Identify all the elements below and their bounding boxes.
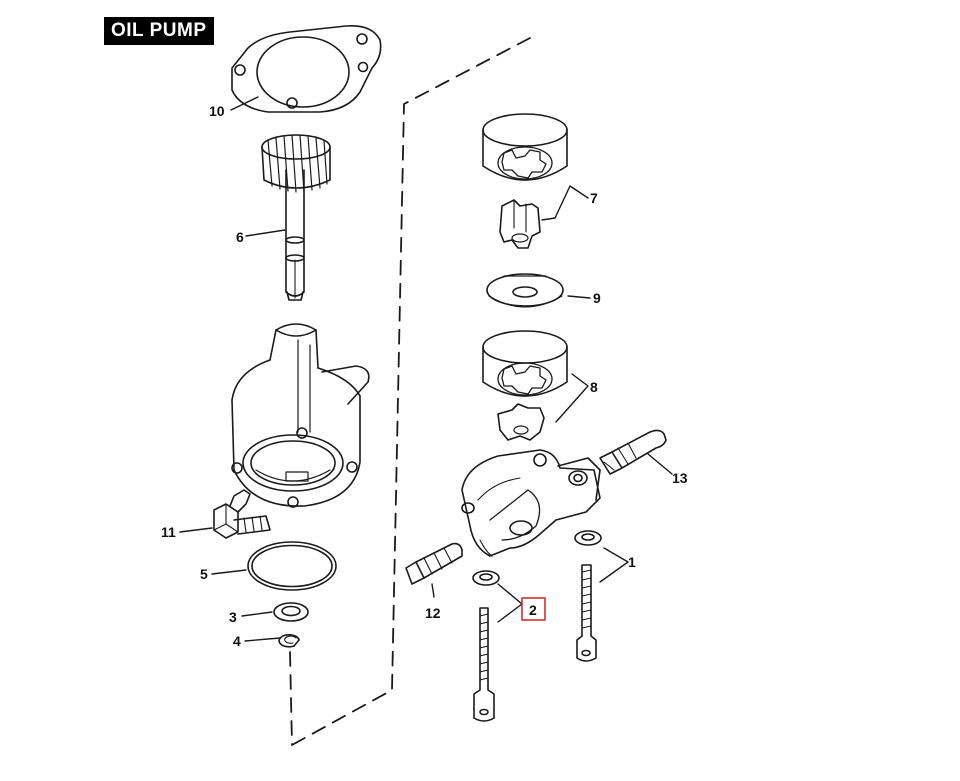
part-11-elbow-fitting bbox=[213, 489, 271, 539]
callout-9: 9 bbox=[593, 290, 601, 306]
callout-labels: 10 6 7 9 8 13 11 5 1 3 12 2 4 bbox=[161, 103, 688, 649]
part-13-fitting bbox=[599, 429, 667, 475]
part-10-gasket bbox=[231, 24, 382, 113]
part-4-retaining-ring bbox=[278, 633, 300, 648]
callout-3: 3 bbox=[229, 609, 237, 625]
callout-10: 10 bbox=[209, 103, 225, 119]
callout-1: 1 bbox=[628, 554, 636, 570]
callout-7: 7 bbox=[590, 190, 598, 206]
callout-6: 6 bbox=[236, 229, 244, 245]
callout-2: 2 bbox=[529, 602, 537, 618]
part-6-gear-shaft bbox=[261, 134, 331, 301]
callout-11: 11 bbox=[161, 524, 176, 540]
part-2-washer-screw bbox=[472, 570, 500, 722]
callout-13: 13 bbox=[672, 470, 688, 486]
leader-lines bbox=[179, 96, 673, 642]
part-12-fitting bbox=[405, 542, 463, 585]
part-1-washer-screw bbox=[574, 530, 602, 662]
part-7-rotor-set bbox=[482, 113, 568, 249]
diagram-title: OIL PUMP bbox=[104, 17, 214, 45]
part-9-plate bbox=[486, 273, 564, 308]
part-5-o-ring bbox=[247, 541, 337, 591]
callout-highlight-box bbox=[521, 597, 546, 621]
part-8-rotor-set bbox=[482, 330, 568, 441]
callout-12: 12 bbox=[425, 605, 441, 621]
pump-body-housing bbox=[231, 323, 370, 508]
callout-5: 5 bbox=[200, 566, 208, 582]
part-3-washer bbox=[273, 602, 309, 622]
pump-cover bbox=[461, 449, 601, 557]
callout-4: 4 bbox=[233, 633, 241, 649]
callout-8: 8 bbox=[590, 379, 598, 395]
assembly-guide-lines bbox=[289, 37, 531, 746]
